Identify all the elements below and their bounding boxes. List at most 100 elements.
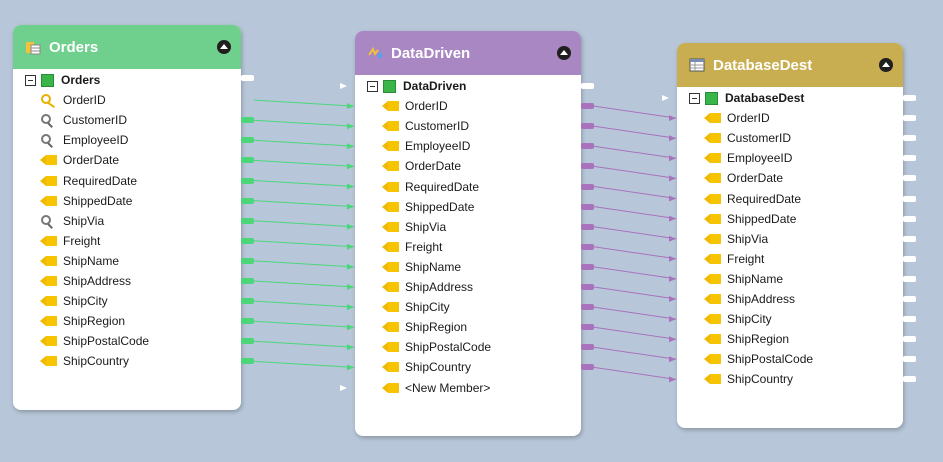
databasedest-out-port[interactable] [903,135,916,142]
databasedest-out-port[interactable] [903,376,916,383]
field-row[interactable]: CustomerID [40,110,127,130]
field-row[interactable]: ShipName [382,257,461,277]
field-row[interactable]: OrderDate [704,168,783,188]
field-row[interactable]: ShipPostalCode [382,337,491,357]
databasedest-root-in-port[interactable] [662,95,669,101]
mapping-link[interactable] [593,165,677,179]
databasedest-out-port[interactable] [903,195,916,202]
field-row[interactable]: ShipName [40,251,119,271]
field-row[interactable]: Freight [40,231,100,251]
datadriven-out-port[interactable] [581,364,594,371]
field-row[interactable]: OrderDate [382,156,461,176]
databasedest-out-port[interactable] [903,336,916,343]
field-row[interactable]: CustomerID [704,128,791,148]
databasedest-out-port[interactable] [903,296,916,302]
mapping-link[interactable] [253,300,355,308]
mapping-link[interactable] [593,306,677,320]
mapping-link[interactable] [593,226,677,240]
orders-out-port[interactable] [241,117,254,124]
orders-out-port[interactable] [241,237,254,244]
datadriven-out-port[interactable] [581,223,594,230]
mapping-link[interactable] [593,206,677,220]
datadriven-out-port[interactable] [581,263,594,270]
orders-header[interactable]: Orders [13,25,241,69]
datadriven-out-port[interactable] [581,344,594,351]
field-row[interactable]: ShipPostalCode [704,349,813,369]
mapping-link[interactable] [593,346,677,360]
field-row[interactable]: ShipRegion [382,317,467,337]
orders-out-port[interactable] [241,197,254,204]
field-row[interactable]: ShipVia [382,217,446,237]
databasedest-out-port[interactable] [903,115,916,122]
databasedest-header[interactable]: DatabaseDest [677,43,903,87]
field-row[interactable]: OrderID [382,96,448,116]
field-row[interactable]: OrderID [40,90,106,110]
collapse-button[interactable] [217,40,231,54]
datadriven-out-port[interactable] [581,203,594,210]
mapping-link[interactable] [593,145,677,159]
datadriven-out-port[interactable] [581,143,594,150]
root-row[interactable]: DataDriven [367,76,466,96]
field-row[interactable]: ShipCity [704,309,772,329]
mapping-link[interactable] [593,246,677,260]
orders-out-port[interactable] [241,257,254,264]
datadriven-out-port[interactable] [581,103,594,110]
field-row[interactable]: CustomerID [382,116,469,136]
field-row[interactable]: OrderID [704,108,770,128]
orders-root-out-port[interactable] [241,75,254,81]
field-row[interactable]: ShipCountry [40,351,129,371]
datadriven-root-out-port[interactable] [581,83,594,89]
databasedest-out-port[interactable] [903,255,916,262]
mapping-link[interactable] [253,360,355,368]
collapse-tree-icon[interactable] [689,92,700,104]
field-row[interactable]: ShipRegion [704,329,789,349]
mapping-link[interactable] [253,139,355,147]
orders-out-port[interactable] [241,318,254,325]
field-row[interactable]: ShipAddress [382,277,473,297]
orders-out-port[interactable] [241,278,254,284]
field-row[interactable]: RequiredDate [704,189,801,209]
field-row[interactable]: ShipVia [40,211,104,231]
field-row[interactable]: Freight [382,237,442,257]
root-row[interactable]: Orders [25,70,100,90]
mapping-link[interactable] [593,266,677,280]
datadriven-root-in-port[interactable] [340,83,347,89]
orders-out-port[interactable] [241,338,254,345]
field-row[interactable]: ShipRegion [40,311,125,331]
field-row[interactable]: EmployeeID [40,130,128,150]
databasedest-root-out-port[interactable] [903,95,916,101]
field-row[interactable]: ShipPostalCode [40,331,149,351]
mapping-link[interactable] [253,320,355,328]
datadriven-out-port[interactable] [581,163,594,170]
field-row[interactable]: RequiredDate [40,171,137,191]
databasedest-out-port[interactable] [903,275,916,282]
mapping-link[interactable] [253,200,355,208]
mapping-link[interactable] [253,340,355,348]
databasedest-out-port[interactable] [903,175,916,182]
mapping-link[interactable] [253,260,355,268]
databasedest-out-port[interactable] [903,316,916,323]
field-row[interactable]: ShipCity [40,291,108,311]
datadriven-header[interactable]: DataDriven [355,31,581,75]
field-row[interactable]: ShipVia [704,229,768,249]
datadriven-out-port[interactable] [581,123,594,130]
datadriven-out-port[interactable] [581,304,594,311]
mapping-link[interactable] [253,180,355,187]
mapping-link[interactable] [593,125,677,139]
field-row[interactable]: ShipCity [382,297,450,317]
datadriven-out-port[interactable] [581,243,594,250]
field-row[interactable]: ShipAddress [704,289,795,309]
orders-out-port[interactable] [241,217,254,224]
collapse-button[interactable] [557,46,571,60]
field-row[interactable]: ShippedDate [382,197,474,217]
orders-out-port[interactable] [241,177,254,184]
orders-out-port[interactable] [241,137,254,144]
field-row[interactable]: ShipCountry [382,357,471,377]
datadriven-out-port[interactable] [581,284,594,290]
mapping-link[interactable] [253,99,355,107]
orders-out-port[interactable] [241,157,254,164]
collapse-tree-icon[interactable] [367,80,378,92]
field-row[interactable]: <New Member> [382,378,490,398]
